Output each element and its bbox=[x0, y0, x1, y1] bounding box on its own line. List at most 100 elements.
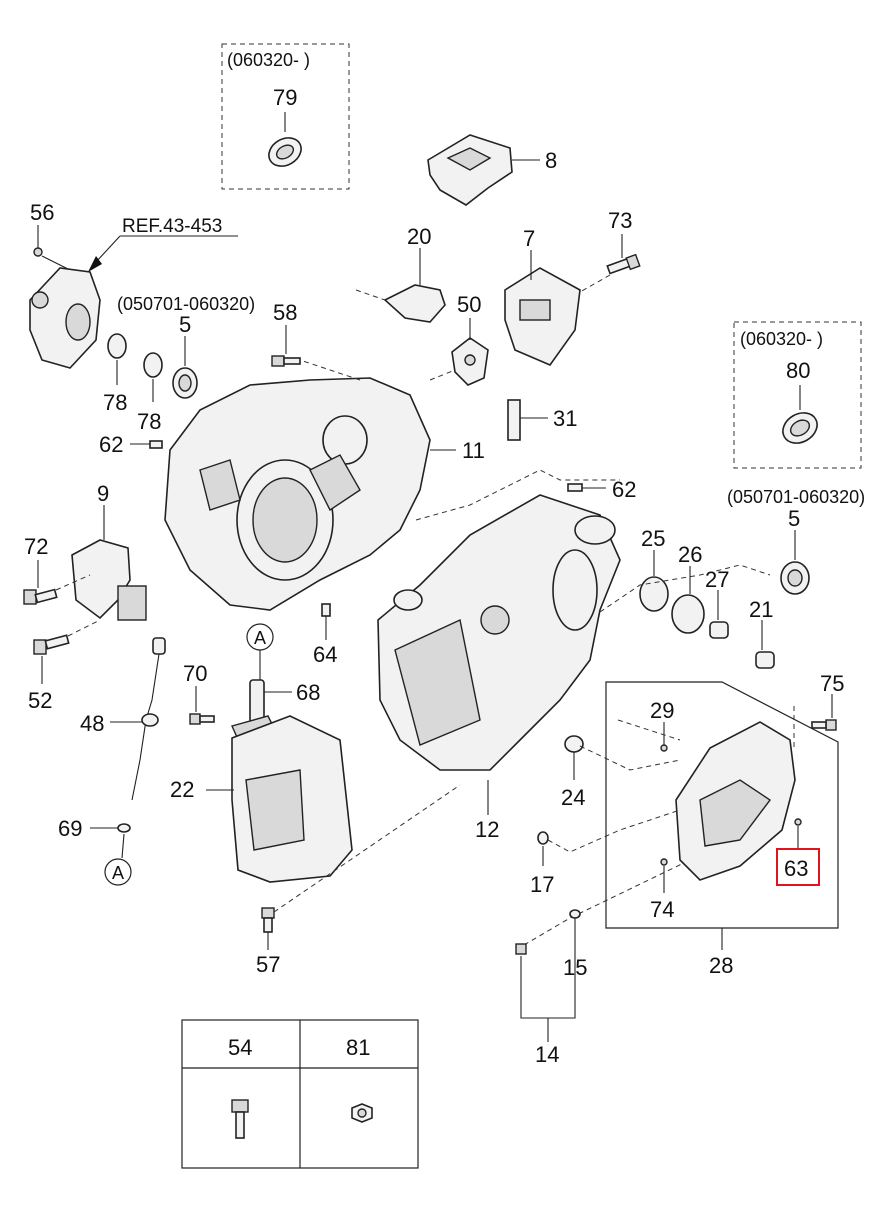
callout-58[interactable]: 58 bbox=[273, 300, 297, 325]
part-25-o-ring[interactable] bbox=[639, 576, 669, 612]
variant-box-80: (060320- ) bbox=[733, 321, 862, 469]
callout-78-a[interactable]: 78 bbox=[103, 390, 127, 415]
callout-17[interactable]: 17 bbox=[530, 872, 554, 897]
part-26-o-ring[interactable] bbox=[671, 594, 705, 634]
reference-label: REF.43-453 bbox=[122, 216, 222, 237]
callout-63[interactable]: 63 bbox=[784, 856, 808, 881]
part-75-bolt[interactable] bbox=[811, 719, 837, 731]
callout-5-left[interactable]: 5 bbox=[179, 312, 191, 337]
callout-20[interactable]: 20 bbox=[407, 224, 431, 249]
svg-text:A: A bbox=[112, 863, 124, 883]
highlight-box-63 bbox=[776, 848, 820, 886]
part-7-mount[interactable] bbox=[504, 267, 581, 366]
part-70-bolt[interactable] bbox=[189, 713, 215, 725]
part-21-bearing[interactable] bbox=[755, 651, 775, 669]
callout-11[interactable]: 11 bbox=[462, 438, 485, 463]
part-52-bolt[interactable] bbox=[33, 634, 70, 655]
legend-header-81: 81 bbox=[346, 1035, 370, 1060]
part-31-stud[interactable] bbox=[507, 399, 521, 441]
callout-52[interactable]: 52 bbox=[28, 688, 52, 713]
part-9-bracket[interactable] bbox=[71, 539, 147, 621]
part-57-bolt[interactable] bbox=[261, 907, 275, 933]
reference-arrow bbox=[88, 235, 238, 272]
legend-header-54: 54 bbox=[228, 1035, 252, 1060]
legend-nut-81 bbox=[351, 1103, 373, 1123]
part-79-oil-seal[interactable] bbox=[264, 132, 306, 172]
callout-73[interactable]: 73 bbox=[608, 208, 632, 233]
legend-bolt-54 bbox=[231, 1099, 249, 1139]
part-8-bracket[interactable] bbox=[427, 134, 513, 206]
circle-marker-a-top: A bbox=[246, 623, 274, 651]
part-73-bolt[interactable] bbox=[606, 253, 641, 275]
callout-48[interactable]: 48 bbox=[80, 711, 104, 736]
callout-21[interactable]: 21 bbox=[749, 597, 773, 622]
range-label-060320-right: (060320- ) bbox=[740, 329, 823, 349]
callout-15[interactable]: 15 bbox=[563, 955, 587, 980]
callout-69[interactable]: 69 bbox=[58, 816, 82, 841]
part-78-o-ring-a[interactable] bbox=[107, 333, 127, 359]
part-80-oil-seal[interactable] bbox=[777, 407, 822, 449]
part-27-bearing[interactable] bbox=[709, 621, 729, 639]
callout-79[interactable]: 79 bbox=[273, 85, 297, 110]
callout-26[interactable]: 26 bbox=[678, 542, 702, 567]
part-28-rear-cover[interactable] bbox=[675, 721, 796, 881]
callout-80[interactable]: 80 bbox=[786, 358, 810, 383]
callout-29[interactable]: 29 bbox=[650, 698, 674, 723]
callout-14[interactable]: 14 bbox=[535, 1042, 559, 1067]
legend-table: 54 81 bbox=[181, 1019, 419, 1169]
callout-78-b[interactable]: 78 bbox=[137, 409, 161, 434]
callout-7[interactable]: 7 bbox=[523, 226, 535, 251]
circle-marker-a-bottom: A bbox=[104, 858, 132, 886]
part-22-oil-pan[interactable] bbox=[231, 715, 353, 883]
part-15-plug[interactable] bbox=[569, 909, 581, 919]
callout-74[interactable]: 74 bbox=[650, 897, 674, 922]
callout-50[interactable]: 50 bbox=[457, 292, 481, 317]
callout-75[interactable]: 75 bbox=[820, 671, 844, 696]
callout-8[interactable]: 8 bbox=[545, 148, 557, 173]
part-62-dowel-right[interactable] bbox=[567, 483, 583, 492]
callout-57[interactable]: 57 bbox=[256, 952, 280, 977]
oil-pump-assembly bbox=[29, 267, 101, 369]
part-29-dowel[interactable] bbox=[660, 744, 668, 752]
part-78-o-ring-b[interactable] bbox=[143, 352, 163, 378]
part-24-o-ring[interactable] bbox=[564, 735, 584, 753]
callout-9[interactable]: 9 bbox=[97, 481, 109, 506]
part-64-dowel[interactable] bbox=[321, 603, 331, 617]
svg-text:A: A bbox=[254, 628, 266, 648]
callout-56[interactable]: 56 bbox=[30, 200, 54, 225]
callout-68[interactable]: 68 bbox=[296, 680, 320, 705]
part-11-converter-housing[interactable] bbox=[164, 377, 431, 611]
range-label-050701-left: (050701-060320) bbox=[117, 294, 255, 314]
part-74-dowel[interactable] bbox=[660, 858, 668, 866]
part-56-bolt[interactable] bbox=[33, 247, 43, 257]
part-12-transaxle-case[interactable] bbox=[377, 494, 621, 771]
callout-27[interactable]: 27 bbox=[705, 567, 729, 592]
part-50-mount-bracket[interactable] bbox=[451, 337, 489, 386]
callout-70[interactable]: 70 bbox=[183, 661, 207, 686]
part-5-oil-seal-right[interactable] bbox=[780, 561, 810, 595]
part-72-bolt[interactable] bbox=[23, 588, 58, 605]
callout-22[interactable]: 22 bbox=[170, 777, 194, 802]
callout-72[interactable]: 72 bbox=[24, 534, 48, 559]
callout-25[interactable]: 25 bbox=[641, 526, 665, 551]
part-5-oil-seal-left[interactable] bbox=[172, 367, 198, 399]
part-14-drain-plug[interactable] bbox=[515, 943, 527, 955]
part-20-bracket[interactable] bbox=[383, 284, 446, 323]
callout-62-left[interactable]: 62 bbox=[99, 432, 123, 457]
part-58-bolt[interactable] bbox=[271, 355, 301, 367]
callout-64[interactable]: 64 bbox=[313, 642, 337, 667]
callout-12[interactable]: 12 bbox=[475, 817, 499, 842]
callout-28[interactable]: 28 bbox=[709, 953, 733, 978]
part-62-dowel-left[interactable] bbox=[149, 440, 163, 449]
variant-box-79: (060320- ) bbox=[221, 43, 350, 190]
callout-5-right[interactable]: 5 bbox=[788, 506, 800, 531]
callout-24[interactable]: 24 bbox=[561, 785, 585, 810]
part-63-dowel[interactable] bbox=[794, 818, 802, 826]
part-17-o-ring[interactable] bbox=[537, 831, 549, 845]
range-label-050701-right: (050701-060320) bbox=[727, 487, 865, 507]
part-48-dipstick[interactable] bbox=[131, 637, 166, 801]
callout-62-right[interactable]: 62 bbox=[612, 477, 636, 502]
callout-31[interactable]: 31 bbox=[553, 406, 577, 431]
part-69-o-ring[interactable] bbox=[117, 823, 131, 833]
